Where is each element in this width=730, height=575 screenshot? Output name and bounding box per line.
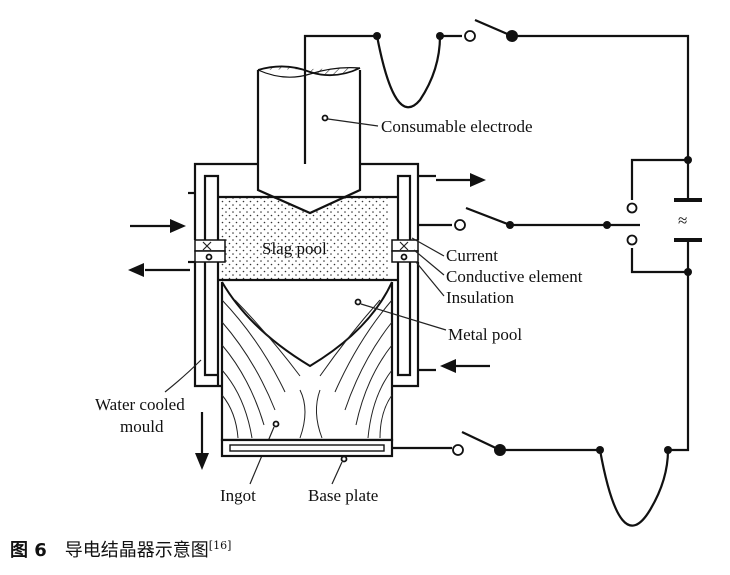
figure-caption: 图 6 导电结晶器示意图[16] — [10, 536, 231, 562]
base-plate — [220, 438, 394, 485]
ac-source-symbol: ≈ — [678, 211, 687, 230]
label-ingot: Ingot — [220, 486, 256, 505]
caption-reference: [16] — [208, 539, 232, 552]
label-mould: mould — [120, 417, 164, 436]
figure-number: 图 6 — [10, 540, 47, 561]
caption-text: 导电结晶器示意图 — [64, 540, 209, 561]
metal-pool — [218, 278, 447, 368]
label-insulation: Insulation — [446, 288, 514, 307]
label-base-plate: Base plate — [308, 486, 378, 505]
label-metal-pool: Metal pool — [448, 325, 522, 344]
label-water-cooled: Water cooled — [95, 395, 185, 414]
label-consumable-electrode: Consumable electrode — [381, 117, 533, 136]
water-cooled-mould — [188, 162, 436, 388]
water-flow-arrows — [128, 173, 490, 470]
label-conductive-element: Conductive element — [446, 267, 583, 286]
label-slag-pool: Slag pool — [262, 239, 327, 258]
electrical-circuit: ≈ — [303, 18, 702, 527]
label-leaders — [164, 237, 445, 393]
conductive-mould-diagram: ≈ Consumable electrode Slag pool Current… — [95, 18, 702, 527]
consumable-electrode — [256, 65, 379, 215]
label-current: Current — [446, 246, 498, 265]
